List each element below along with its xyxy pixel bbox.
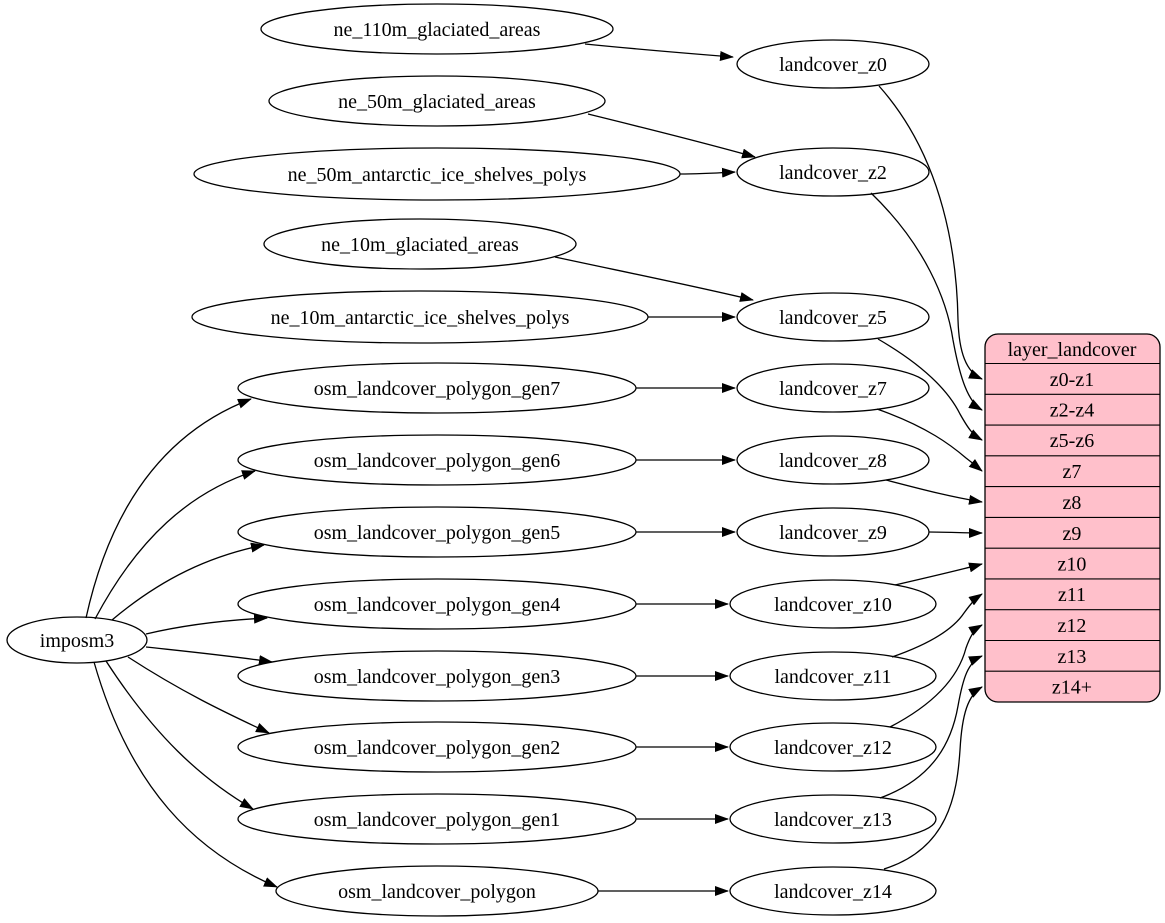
table-row-z2-z4: z2-z4 [1050, 400, 1094, 422]
table-layer-landcover: layer_landcover z0-z1 z2-z4 z5-z6 z7 z8 … [984, 333, 1161, 703]
edge-z11-to-row-z11 [891, 593, 983, 658]
node-landcover-z13: landcover_z13 [729, 794, 937, 844]
edge-z12-to-row-z12 [889, 624, 983, 728]
edge-imposm3-to-gen4 [145, 613, 268, 635]
node-osm-landcover-polygon-gen2: osm_landcover_polygon_gen2 [237, 721, 637, 773]
node-osm-landcover-polygon-gen6: osm_landcover_polygon_gen6 [237, 434, 637, 486]
edge-z14-to-row-z14plus [883, 686, 983, 870]
node-label: osm_landcover_polygon_gen7 [314, 378, 561, 400]
node-label: ne_10m_antarctic_ice_shelves_polys [271, 307, 570, 329]
node-osm-landcover-polygon-gen4: osm_landcover_polygon_gen4 [237, 578, 637, 630]
node-label: landcover_z11 [775, 666, 892, 688]
table-row-z10: z10 [1058, 554, 1087, 576]
node-osm-landcover-polygon-gen1: osm_landcover_polygon_gen1 [237, 793, 637, 845]
node-label: landcover_z0 [779, 54, 887, 76]
node-label: osm_landcover_polygon_gen5 [314, 522, 561, 544]
edge-z7-to-row-z7 [876, 408, 983, 472]
edge-z8-to-row-z8 [885, 479, 983, 505]
node-label: landcover_z7 [779, 378, 887, 400]
node-label: osm_landcover_polygon_gen3 [314, 666, 561, 688]
node-imposm3: imposm3 [6, 616, 148, 664]
table-row-z12: z12 [1058, 615, 1087, 637]
node-ne-50m-antarctic-ice-shelves-polys: ne_50m_antarctic_ice_shelves_polys [193, 147, 681, 201]
edge-imposm3-to-gen7 [85, 398, 252, 619]
node-label: landcover_z10 [774, 594, 892, 616]
node-landcover-z9: landcover_z9 [736, 507, 930, 557]
node-landcover-z14: landcover_z14 [729, 866, 937, 916]
node-label: osm_landcover_polygon_gen6 [314, 450, 561, 472]
node-label: landcover_z14 [774, 881, 892, 903]
node-osm-landcover-polygon: osm_landcover_polygon [275, 865, 599, 917]
node-ne-110m-glaciated-areas: ne_110m_glaciated_areas [260, 3, 614, 55]
edge-imposm3-to-polygon [93, 661, 278, 888]
node-label: ne_50m_antarctic_ice_shelves_polys [288, 164, 587, 186]
node-landcover-z2: landcover_z2 [736, 147, 930, 197]
edge-imposm3-to-gen1 [105, 660, 254, 810]
node-ne-10m-antarctic-ice-shelves-polys: ne_10m_antarctic_ice_shelves_polys [191, 290, 649, 344]
node-label: osm_landcover_polygon_gen4 [314, 594, 561, 616]
table-row-z13: z13 [1058, 646, 1087, 668]
table-row-z5-z6: z5-z6 [1050, 430, 1094, 452]
edge-imposm3-to-gen6 [94, 470, 256, 620]
node-osm-landcover-polygon-gen3: osm_landcover_polygon_gen3 [237, 650, 637, 702]
edge-ne110m-to-z0 [584, 43, 734, 61]
node-label: landcover_z12 [774, 737, 892, 759]
edge-imposm3-to-gen2 [127, 656, 270, 734]
edge-z2-to-row-z2-z4 [870, 192, 983, 411]
edge-z13-to-row-z13 [879, 655, 983, 799]
node-label: osm_landcover_polygon_gen1 [314, 809, 561, 831]
node-ne-50m-glaciated-areas: ne_50m_glaciated_areas [268, 75, 606, 127]
node-landcover-z8: landcover_z8 [736, 435, 930, 485]
node-label: landcover_z8 [779, 450, 887, 472]
node-landcover-z11: landcover_z11 [729, 651, 937, 701]
node-label: osm_landcover_polygon_gen2 [314, 737, 561, 759]
edge-ne50m-antarctic-to-z2 [679, 167, 736, 178]
node-label: ne_10m_glaciated_areas [321, 234, 519, 256]
node-label: imposm3 [40, 630, 114, 652]
table-row-z11: z11 [1058, 584, 1086, 606]
edge-z10-to-row-z10 [894, 562, 983, 586]
node-osm-landcover-polygon-gen5: osm_landcover_polygon_gen5 [237, 506, 637, 558]
node-landcover-z12: landcover_z12 [729, 722, 937, 772]
node-label: ne_50m_glaciated_areas [338, 91, 536, 113]
node-landcover-z7: landcover_z7 [736, 363, 930, 413]
edge-imposm3-to-gen5 [111, 542, 265, 621]
edge-ne50m-glaciated-to-z2 [587, 113, 756, 159]
table-row-z14plus: z14+ [1052, 677, 1092, 699]
table-row-z0-z1: z0-z1 [1050, 369, 1094, 391]
node-label: landcover_z13 [774, 809, 892, 831]
node-ne-10m-glaciated-areas: ne_10m_glaciated_areas [263, 218, 577, 270]
edge-z5-to-row-z5-z6 [877, 338, 983, 441]
table-title: layer_landcover [1008, 339, 1137, 361]
table-row-z9: z9 [1063, 523, 1082, 545]
edge-imposm3-to-gen3 [145, 646, 273, 666]
node-label: ne_110m_glaciated_areas [334, 19, 541, 41]
node-osm-landcover-polygon-gen7: osm_landcover_polygon_gen7 [237, 362, 637, 414]
node-label: osm_landcover_polygon [338, 881, 536, 903]
node-landcover-z0: landcover_z0 [736, 39, 930, 89]
node-landcover-z10: landcover_z10 [729, 579, 937, 629]
node-label: landcover_z5 [779, 307, 887, 329]
edge-ne10m-glaciated-to-z5 [554, 256, 754, 302]
table-row-z8: z8 [1063, 492, 1082, 514]
node-label: landcover_z2 [779, 162, 887, 184]
table-row-z7: z7 [1063, 461, 1082, 483]
edge-z0-to-row-z0-z1 [878, 85, 983, 380]
edge-z9-to-row-z9 [928, 527, 983, 538]
node-label: landcover_z9 [779, 522, 887, 544]
node-landcover-z5: landcover_z5 [736, 292, 930, 342]
